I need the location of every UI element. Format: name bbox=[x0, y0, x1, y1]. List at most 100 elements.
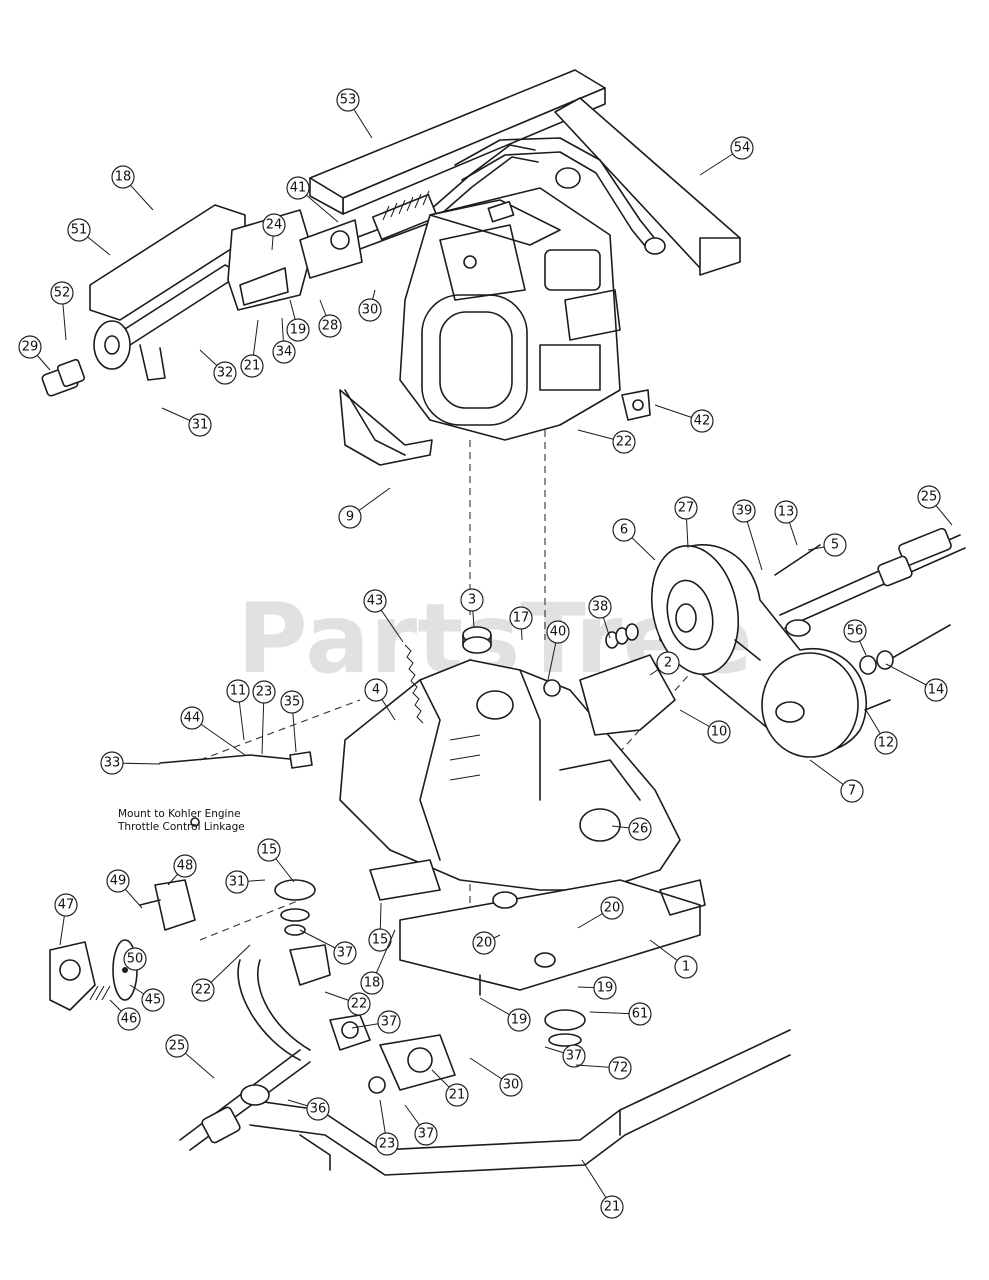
callout-19: 19 bbox=[577, 976, 617, 1000]
callout-number: 54 bbox=[734, 141, 751, 156]
callout-25: 25 bbox=[917, 485, 953, 526]
callout-circle bbox=[180, 706, 204, 730]
callout-number: 37 bbox=[566, 1049, 583, 1064]
drive-shaft-right bbox=[779, 527, 966, 637]
callout-circle bbox=[347, 992, 371, 1016]
callout-circle bbox=[213, 361, 237, 385]
callout-51: 51 bbox=[67, 218, 111, 256]
throttle-cable bbox=[159, 751, 313, 827]
callout-23: 23 bbox=[252, 680, 276, 755]
callout-circle bbox=[257, 838, 281, 862]
callout-number: 61 bbox=[632, 1007, 649, 1022]
callout-circle bbox=[509, 606, 533, 630]
callout-number: 52 bbox=[54, 286, 71, 301]
callout-number: 13 bbox=[778, 505, 795, 520]
callout-circle bbox=[874, 731, 898, 755]
gear-plate bbox=[543, 654, 676, 736]
callout-50: 50 bbox=[123, 947, 147, 971]
callout-number: 53 bbox=[340, 93, 357, 108]
heat-shield bbox=[339, 389, 433, 466]
callout-circle bbox=[338, 505, 362, 529]
callout-circle bbox=[612, 430, 636, 454]
callout-number: 42 bbox=[694, 414, 711, 429]
callout-circle bbox=[414, 1122, 438, 1146]
callout-number: 18 bbox=[115, 170, 132, 185]
callout-52: 52 bbox=[50, 281, 74, 341]
callout-19: 19 bbox=[479, 997, 531, 1032]
callout-circle bbox=[674, 496, 698, 520]
callout-number: 47 bbox=[58, 898, 75, 913]
callout-number: 19 bbox=[511, 1013, 528, 1028]
callout-9: 9 bbox=[338, 487, 391, 529]
callout-number: 22 bbox=[351, 997, 368, 1012]
top-cross-rail bbox=[309, 69, 606, 215]
callout-number: 38 bbox=[592, 600, 609, 615]
callout-37: 37 bbox=[404, 1104, 438, 1146]
callout-circle bbox=[117, 1007, 141, 1031]
callout-18: 18 bbox=[360, 929, 396, 995]
pump-bracket bbox=[139, 879, 196, 931]
callout-circle bbox=[173, 854, 197, 878]
callout-circle bbox=[924, 678, 948, 702]
callout-circle bbox=[375, 1132, 399, 1156]
callout-61: 61 bbox=[589, 1002, 652, 1026]
callout-circle bbox=[472, 931, 496, 955]
callout-number: 19 bbox=[597, 981, 614, 996]
callout-29: 29 bbox=[18, 335, 51, 371]
note-line-2: Throttle Control Linkage bbox=[117, 821, 245, 833]
exhaust-bracket bbox=[227, 209, 363, 311]
callout-number: 25 bbox=[169, 1039, 186, 1054]
callout-number: 44 bbox=[184, 711, 201, 726]
callout-number: 56 bbox=[847, 624, 864, 639]
callout-6: 6 bbox=[612, 518, 656, 561]
callout-circle bbox=[499, 1073, 523, 1097]
callout-54: 54 bbox=[699, 136, 754, 176]
callout-circle bbox=[50, 281, 74, 305]
callout-14: 14 bbox=[885, 663, 948, 702]
callout-circle bbox=[774, 500, 798, 524]
callout-number: 30 bbox=[503, 1078, 520, 1093]
callout-circle bbox=[191, 978, 215, 1002]
callout-number: 15 bbox=[261, 843, 278, 858]
callout-number: 7 bbox=[848, 784, 856, 799]
callout-number: 21 bbox=[604, 1200, 621, 1215]
callout-5: 5 bbox=[807, 533, 847, 557]
callout-72: 72 bbox=[575, 1056, 632, 1080]
callout-31: 31 bbox=[225, 870, 266, 894]
engine-block bbox=[399, 187, 621, 441]
callout-number: 20 bbox=[476, 936, 493, 951]
callout-circle bbox=[141, 988, 165, 1012]
callout-circle bbox=[600, 1195, 624, 1219]
callout-21: 21 bbox=[581, 1159, 624, 1219]
callout-number: 4 bbox=[372, 683, 380, 698]
callout-number: 28 bbox=[322, 319, 339, 334]
callout-42: 42 bbox=[654, 404, 714, 433]
callout-number: 31 bbox=[229, 875, 246, 890]
callout-23: 23 bbox=[375, 1099, 399, 1156]
callout-circle bbox=[612, 518, 636, 542]
callout-circle bbox=[562, 1044, 586, 1068]
callout-12: 12 bbox=[865, 709, 898, 755]
callout-number: 22 bbox=[616, 435, 633, 450]
callout-circle bbox=[588, 595, 612, 619]
callout-number: 40 bbox=[550, 625, 567, 640]
callout-38: 38 bbox=[588, 595, 612, 639]
callout-30: 30 bbox=[469, 1057, 523, 1097]
drive-shaft-left bbox=[179, 1049, 311, 1151]
callout-number: 10 bbox=[711, 725, 728, 740]
bearing-flanges bbox=[329, 1014, 456, 1094]
callout-45: 45 bbox=[129, 984, 165, 1012]
callout-circle bbox=[840, 779, 864, 803]
callout-number: 43 bbox=[367, 594, 384, 609]
callout-circle bbox=[286, 318, 310, 342]
callout-27: 27 bbox=[674, 496, 698, 549]
callout-number: 45 bbox=[145, 993, 162, 1008]
callout-number: 21 bbox=[244, 359, 261, 374]
callout-circle bbox=[364, 678, 388, 702]
callout-circle bbox=[460, 588, 484, 612]
callout-circle bbox=[272, 340, 296, 364]
callout-number: 25 bbox=[921, 490, 938, 505]
callout-number: 26 bbox=[632, 822, 649, 837]
callout-circle bbox=[732, 499, 756, 523]
